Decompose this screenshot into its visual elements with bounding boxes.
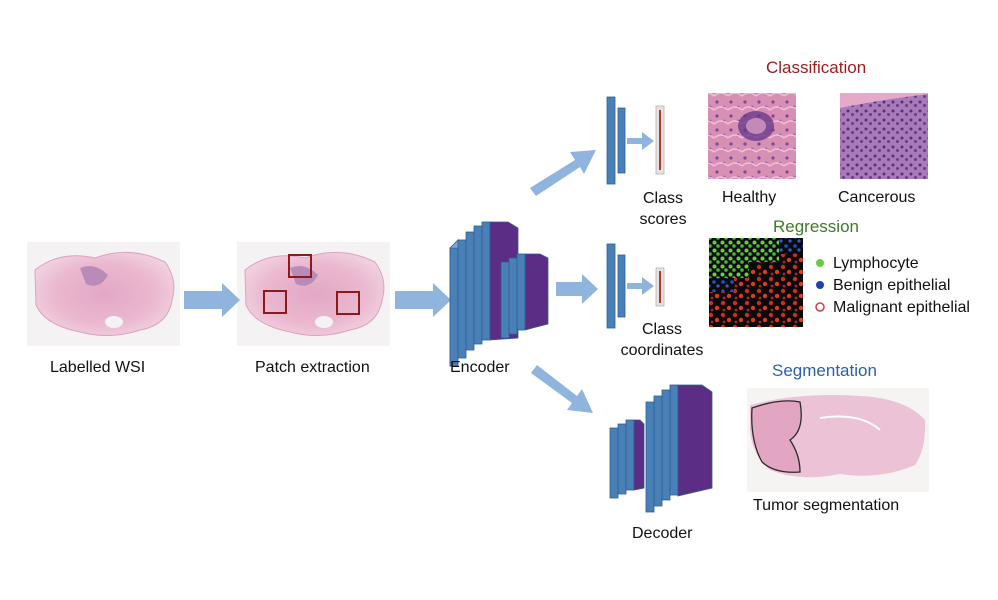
malignant-marker-icon bbox=[815, 302, 825, 312]
benign-marker-icon bbox=[816, 281, 824, 289]
class-scores-label-line2: scores bbox=[639, 211, 687, 228]
lymphocyte-marker-icon bbox=[816, 259, 824, 267]
cancerous-label: Cancerous bbox=[838, 189, 916, 206]
tumor-outline bbox=[751, 400, 802, 473]
wsi-thumbnail bbox=[27, 242, 180, 346]
patch-box bbox=[336, 291, 360, 315]
regression-heading: Regression bbox=[773, 217, 859, 236]
encoder-block bbox=[449, 221, 549, 367]
patch-extraction-label: Patch extraction bbox=[255, 359, 370, 376]
healthy-image bbox=[708, 93, 796, 179]
segmentation-image bbox=[747, 388, 929, 492]
classification-head bbox=[606, 96, 665, 185]
segmentation-heading: Segmentation bbox=[772, 361, 877, 380]
class-coordinates-label-line2: coordinates bbox=[620, 342, 704, 359]
arrow-down-right-icon bbox=[531, 365, 593, 413]
healthy-label: Healthy bbox=[722, 189, 777, 206]
class-scores-label-line1: Class bbox=[642, 190, 683, 207]
regression-head bbox=[606, 243, 665, 329]
arrow-right-icon bbox=[395, 283, 451, 317]
patch-box bbox=[288, 254, 312, 278]
legend-malignant-epithelial: Malignant epithelial bbox=[833, 299, 970, 316]
classification-heading: Classification bbox=[766, 58, 867, 77]
arrow-right-icon bbox=[184, 283, 240, 317]
encoder-label: Encoder bbox=[450, 359, 510, 376]
class-coordinates-label-line1: Class bbox=[641, 321, 682, 338]
legend-benign-epithelial: Benign epithelial bbox=[833, 277, 951, 294]
branch-arrows bbox=[530, 150, 598, 413]
patch-box bbox=[263, 290, 287, 314]
regression-cell-map bbox=[709, 238, 803, 327]
legend-lymphocyte: Lymphocyte bbox=[833, 255, 919, 272]
decoder-label: Decoder bbox=[632, 525, 693, 542]
wsi-label: Labelled WSI bbox=[50, 359, 146, 376]
decoder-block bbox=[609, 384, 713, 513]
arrow-up-right-icon bbox=[530, 150, 596, 196]
flow-arrows bbox=[184, 283, 451, 317]
arrow-right-icon bbox=[556, 274, 598, 304]
cancerous-image bbox=[840, 93, 928, 179]
patch-extraction-thumbnail bbox=[237, 242, 390, 346]
tumor-segmentation-label: Tumor segmentation bbox=[753, 497, 900, 514]
